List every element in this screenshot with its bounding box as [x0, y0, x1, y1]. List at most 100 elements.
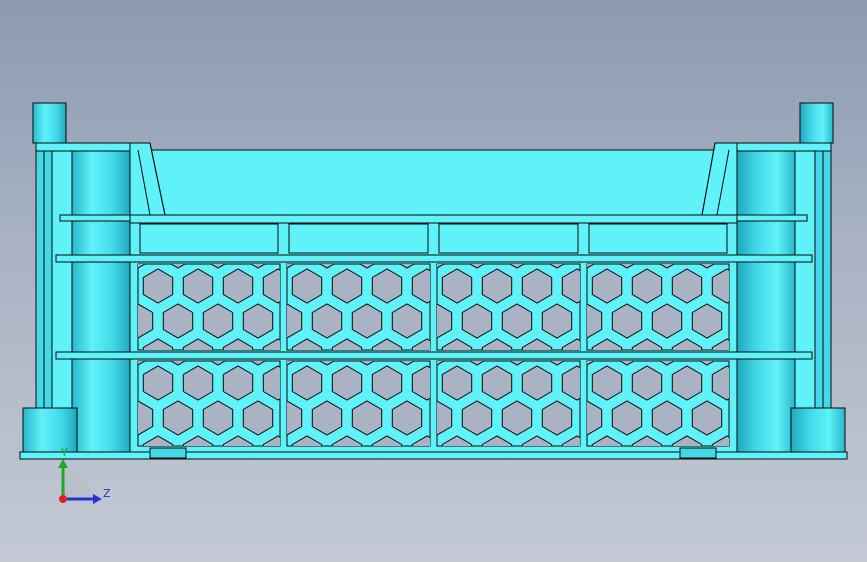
- hex-hole: [243, 471, 272, 505]
- hex-panel-1-1: [137, 263, 281, 351]
- y-axis-label: Y: [60, 446, 68, 459]
- hex-hole: [481, 365, 513, 401]
- hex-panel-2-1: [286, 263, 431, 351]
- hex-hole: [272, 471, 301, 505]
- hex-hole: [481, 338, 513, 350]
- hex-hole: [162, 303, 194, 339]
- hex-hole: [411, 268, 430, 304]
- hex-hole: [142, 338, 174, 350]
- hex-hole: [481, 435, 513, 446]
- hex-hole: [222, 338, 254, 350]
- hex-hole: [411, 338, 430, 350]
- hex-hole: [391, 303, 423, 339]
- hex-hole: [331, 435, 363, 446]
- view-orientation-triad-icon: Y Z: [58, 446, 111, 504]
- hex-hole: [549, 361, 565, 366]
- hex-hole: [138, 303, 154, 339]
- hex-hole: [210, 361, 226, 366]
- hex-hole: [371, 365, 403, 401]
- hex-hole: [521, 365, 553, 401]
- hex-panel-4-2: [572, 360, 761, 505]
- hex-hole: [441, 338, 473, 350]
- hex-hole: [422, 471, 451, 505]
- hex-hole: [699, 361, 715, 366]
- hex-hole: [711, 338, 729, 350]
- hex-hole: [711, 268, 729, 304]
- hex-hole: [732, 471, 761, 505]
- hex-hole: [671, 268, 703, 304]
- hex-hole: [170, 361, 186, 366]
- hex-hole: [142, 435, 174, 446]
- hex-hole: [399, 264, 415, 269]
- hex-hole: [631, 338, 663, 350]
- hex-hole: [352, 471, 381, 505]
- hex-hole: [359, 264, 375, 269]
- hex-hole: [287, 361, 295, 366]
- hex-hole: [222, 435, 254, 446]
- hex-hole: [291, 435, 323, 446]
- hex-hole: [671, 365, 703, 401]
- hex-hole: [461, 400, 493, 436]
- hex-hole: [210, 264, 226, 269]
- hex-hole: [437, 400, 453, 436]
- hex-hole: [222, 365, 254, 401]
- hex-hole: [611, 400, 643, 436]
- z-axis-label: Z: [103, 487, 111, 500]
- hex-hole: [262, 268, 280, 304]
- hex-hole: [591, 435, 623, 446]
- hex-hole: [391, 400, 423, 436]
- hex-hole: [331, 365, 363, 401]
- hex-hole: [182, 338, 214, 350]
- hex-hole: [441, 435, 473, 446]
- hex-hole: [711, 435, 729, 446]
- hex-hole: [182, 268, 214, 304]
- hex-hole: [501, 400, 533, 436]
- hex-hole: [162, 400, 194, 436]
- hex-hole: [311, 303, 343, 339]
- hex-hole: [411, 365, 430, 401]
- hex-hole: [371, 268, 403, 304]
- hex-hole: [359, 361, 375, 366]
- hex-hole: [541, 303, 573, 339]
- hex-hole: [287, 303, 303, 339]
- hex-mesh-panels: [123, 263, 761, 505]
- hex-hole: [182, 365, 214, 401]
- hex-hole: [399, 361, 415, 366]
- hex-hole: [659, 264, 675, 269]
- hex-hole: [591, 365, 623, 401]
- hex-hole: [291, 365, 323, 401]
- hex-hole: [138, 400, 154, 436]
- hex-hole: [521, 268, 553, 304]
- hex-hole: [351, 303, 383, 339]
- slot-panel-4: [588, 223, 728, 254]
- hex-hole: [262, 435, 280, 446]
- hex-hole: [432, 471, 461, 505]
- hex-hole: [561, 365, 580, 401]
- hex-hole: [572, 471, 601, 505]
- hex-hole: [501, 303, 533, 339]
- hex-hole: [411, 435, 430, 446]
- hex-hole: [699, 264, 715, 269]
- hex-hole: [170, 264, 186, 269]
- hex-hole: [371, 435, 403, 446]
- hex-hole: [691, 400, 723, 436]
- hex-hole: [469, 361, 485, 366]
- hex-panel-3-2: [422, 360, 581, 505]
- hex-hole: [591, 268, 623, 304]
- hex-hole: [138, 264, 146, 269]
- hex-hole: [283, 471, 312, 505]
- hex-hole: [371, 338, 403, 350]
- hex-hole: [611, 303, 643, 339]
- hex-hole: [671, 435, 703, 446]
- hex-hole: [287, 264, 295, 269]
- hex-hole: [142, 365, 174, 401]
- hex-hole: [311, 400, 343, 436]
- hex-hole: [319, 361, 335, 366]
- hex-hole: [123, 471, 152, 505]
- hex-hole: [351, 400, 383, 436]
- hex-hole: [331, 268, 363, 304]
- hex-panel-4-1: [586, 263, 730, 351]
- slot-panel-1: [139, 223, 279, 254]
